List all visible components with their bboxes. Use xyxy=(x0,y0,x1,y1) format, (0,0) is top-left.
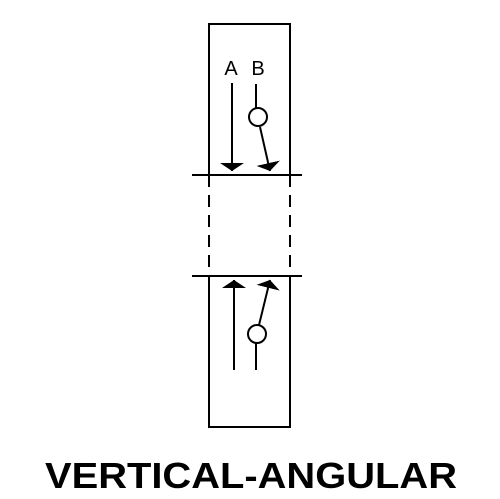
label-b: B xyxy=(251,58,264,80)
upper-arrow-b xyxy=(256,126,280,172)
upper-section-outline xyxy=(208,23,291,175)
label-a: A xyxy=(224,58,238,80)
lower-arrow-b xyxy=(256,279,280,326)
lower-b-circle xyxy=(247,324,267,344)
diagram-title: VERTICAL-ANGULAR xyxy=(45,455,457,496)
lower-section-outline xyxy=(208,276,291,428)
upper-b-circle xyxy=(248,107,268,127)
